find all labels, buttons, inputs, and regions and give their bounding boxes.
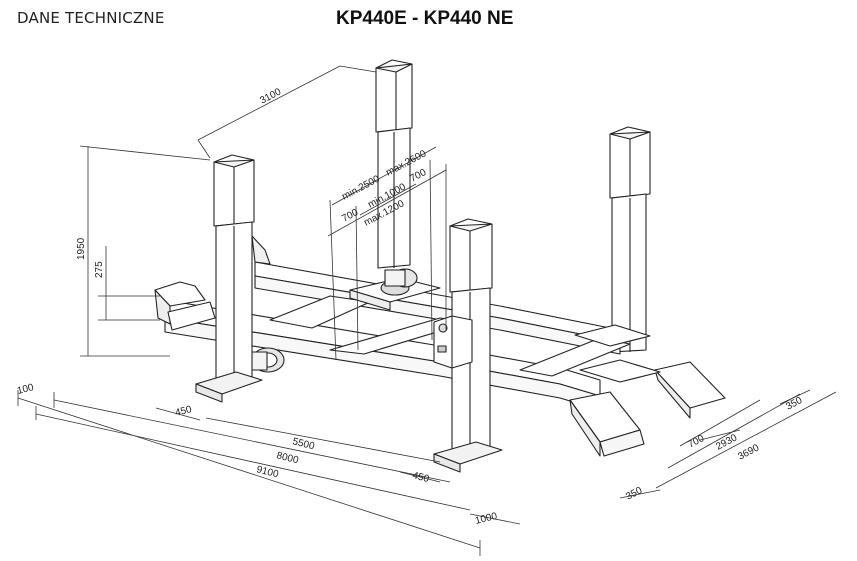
dim-label-9100: 9100	[255, 464, 280, 480]
column-back-left	[375, 59, 413, 269]
section-label: DANE TECHNICZNE	[17, 9, 165, 27]
dim-label-5500: 5500	[291, 436, 316, 452]
dim-label-450-left: 450	[174, 404, 193, 419]
dimension-lines	[17, 65, 837, 556]
dim-label-8000: 8000	[275, 450, 300, 466]
turntable-rear	[349, 277, 441, 311]
motor-unit-rear	[384, 268, 418, 288]
ramp-front-right	[569, 391, 645, 457]
dim-label-1950: 1950	[76, 237, 87, 260]
dim-label-1000: 1000	[474, 511, 499, 527]
dim-label-3690: 3690	[736, 442, 761, 462]
page-title: KP440E - KP440 NE	[336, 8, 514, 29]
column-back-right	[609, 126, 651, 353]
ramp-back-right	[654, 361, 726, 419]
column-front-left	[195, 154, 263, 403]
dim-label-275: 275	[94, 261, 105, 278]
control-box	[433, 315, 473, 369]
dim-label-700-center: 700	[408, 167, 428, 185]
dim-label-100: 100	[16, 382, 35, 397]
dim-label-700-left: 700	[340, 207, 360, 225]
dim-label-3100: 3100	[258, 86, 283, 106]
ramp-front-left	[154, 281, 216, 331]
dim-label-350-bottom: 350	[624, 485, 644, 503]
turntable-right	[574, 324, 661, 383]
dim-label-450-right: 450	[411, 470, 430, 485]
